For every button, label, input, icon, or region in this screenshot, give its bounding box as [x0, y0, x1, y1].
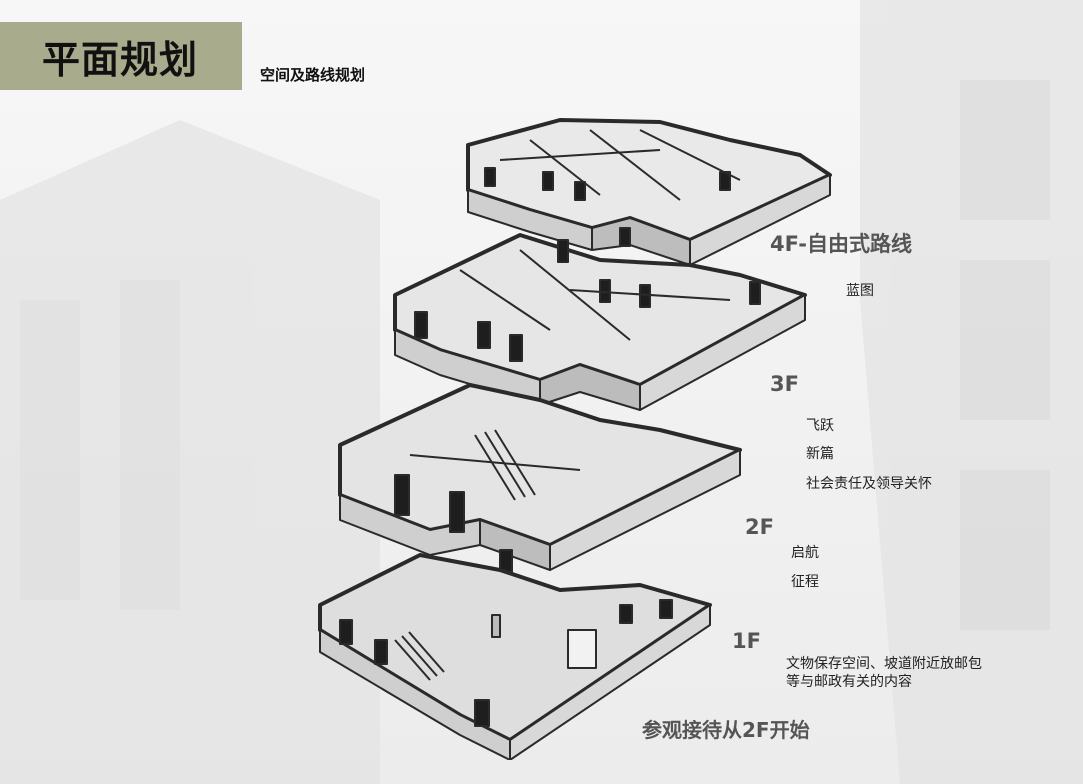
floor-3f-item-1: 飞跃	[806, 418, 834, 434]
floor-1f-item-2: 等与邮政有关的内容	[786, 674, 912, 690]
floor-2f-item-2: 征程	[791, 574, 819, 590]
floor-3f-item-3: 社会责任及领导关怀	[806, 476, 932, 492]
floor-2f-model	[338, 383, 742, 581]
floor-2f-item-1: 启航	[791, 545, 819, 561]
page-title-box: 平面规划	[0, 22, 242, 90]
floor-label-1f: 1F	[732, 629, 761, 653]
floor-1f-item-1: 文物保存空间、坡道附近放邮包	[786, 656, 982, 672]
tour-start-note: 参观接待从2F开始	[642, 718, 810, 742]
floor-3f-item-2: 新篇	[806, 446, 834, 462]
page-title: 平面规划	[42, 37, 199, 82]
page-subtitle: 空间及路线规划	[260, 66, 366, 84]
floor-label-2f: 2F	[745, 515, 774, 539]
floor-3f-model	[393, 233, 807, 411]
floor-label-4f: 4F-自由式路线	[770, 232, 913, 256]
exploded-floor-model	[318, 118, 832, 760]
floor-4f-model	[466, 118, 832, 266]
floor-4f-item-1: 蓝图	[846, 283, 874, 299]
floor-label-3f: 3F	[770, 372, 799, 396]
floor-1f-model	[318, 553, 712, 760]
